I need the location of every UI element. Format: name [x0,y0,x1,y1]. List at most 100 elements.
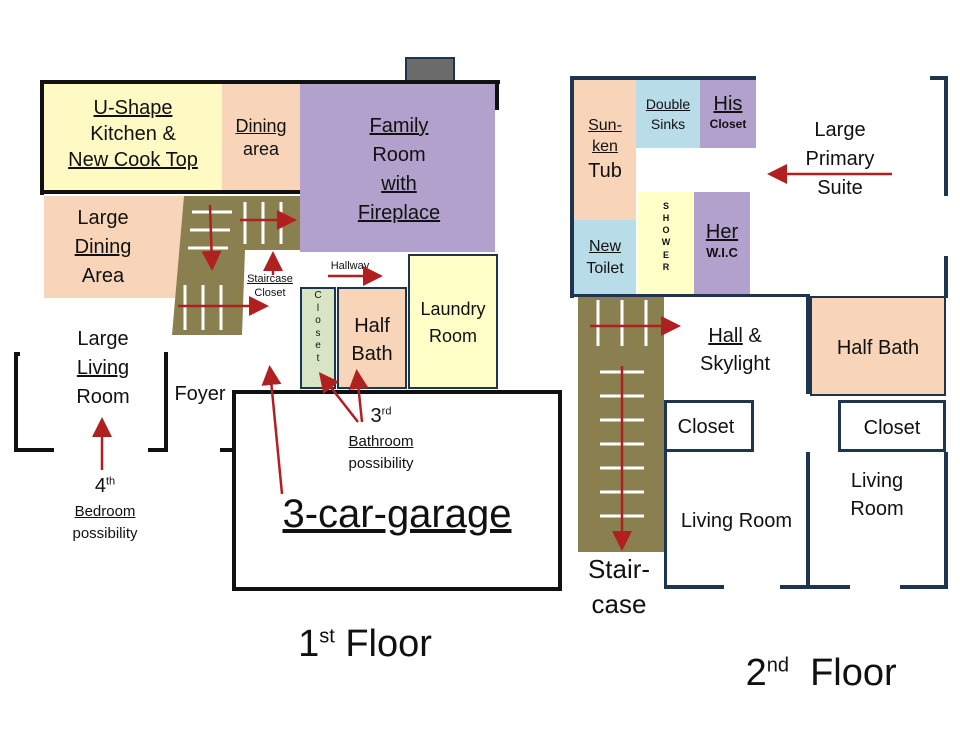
family-line3: with [381,173,417,195]
living2-line2: Room [850,498,904,520]
kitchen-line3: New Cook Top [68,149,198,171]
closet-right-label: Closet [863,417,921,439]
wall2-top-right [930,76,948,80]
kitchen-line1: U-Shape [93,97,173,119]
staircase-line1: Stair- [587,554,651,584]
family-line4: Fireplace [357,202,441,224]
wall2-right-top [944,76,948,196]
wall2-left [570,76,574,298]
her-line1: Her [705,221,739,243]
closetVert-letter: C [314,290,322,301]
living-line3: Room [76,386,130,408]
dining-area-line1: Dining [235,116,287,136]
half-bath-line1: Half [354,315,390,337]
wall2-top-left [570,76,756,80]
wall-garage-top [232,390,562,394]
sunken-tub-label: Sun- ken Tub [574,116,636,184]
closetVert-letter: l [316,302,320,314]
hall-line3: Skylight [699,353,771,375]
new-toilet-label: New Toilet [574,236,636,279]
fourth-bed-line3: possibility [72,524,138,542]
sunken-line1: Sun- [588,117,622,134]
dining-area-room [222,84,300,190]
wall2-right-mid [944,256,948,298]
large-dining-line1: Large [77,207,129,229]
closet-left-label: Closet [677,416,735,438]
closetVert-letter: s [315,327,321,339]
foyer-label: Foyer [174,383,226,405]
garage-label: 3-car-garage [282,492,512,536]
first-floor-staircase [172,196,300,335]
showerVert-letter: O [662,225,670,236]
laundry-line1: Laundry [420,299,486,319]
his-closet-label: His Closet [700,92,756,132]
half-bath-2-label: Half Bath [836,337,920,359]
double-sinks-room [636,78,700,148]
sunken-tub-room [574,80,636,220]
closetVert-letter: t [316,352,320,364]
laundry-label: Laundry Room [408,296,498,350]
double-sinks-line1: Double [645,96,691,112]
third-bath-num: 3rd [370,405,392,427]
wall2-suite-bottom [570,294,810,297]
showerVert-letter: W [661,237,671,248]
closetVert-letter: o [315,315,321,326]
fourth-bed-label: 4th Bedroom possibility [52,472,158,545]
living-line1: Large [77,328,129,350]
living-line2: Living [76,357,130,379]
third-bath-line3: possibility [348,454,414,472]
kitchen-label: U-Shape Kitchen & New Cook Top [44,95,222,173]
half-bath-line2: Bath [351,343,393,365]
living2-line1: Living [850,470,904,492]
suite-line3: Suite [817,177,863,199]
wall-garage-bottom [232,587,562,591]
kitchen-room [44,84,222,190]
dining-area-line2: area [242,139,280,160]
showerVert-letter: R [662,261,670,272]
family-room-label: Family Room with Fireplace [300,112,498,228]
hallway-label: Hallway [330,260,370,272]
half-bath-2-room [810,296,946,396]
her-wic-label: Her W.I.C [694,220,750,261]
wall2-living-divider [806,452,810,588]
family-line1: Family [369,115,429,137]
shower-room [638,192,694,294]
wall-living-bottom [14,448,54,452]
wall-garage-right [558,390,562,590]
closetVert-letter: e [315,340,321,351]
fourth-bed-num: 4th [94,475,116,497]
wall-left-top [40,80,44,195]
primary-suite-label: Large Primary Suite [780,116,900,203]
family-room [300,84,495,252]
staircase-label: Stair- case [572,552,666,622]
third-bath-line2: Bathroom [348,433,414,450]
first-floor-title: 1st Floor [298,623,432,665]
second-floor-title: 2nd Floor [745,652,897,695]
third-bath-label: 3rd Bathroom possibility [328,402,434,475]
suite-line2: Primary [805,148,875,170]
living-room-left-label: Living Room [680,510,793,532]
wall-top [40,80,500,84]
half-bath-label: Half Bath [337,312,407,368]
her-line2: W.I.C [706,245,738,260]
fourth-bed-line2: Bedroom [74,503,136,520]
suite-line1: Large [814,119,866,141]
wall2-bottom-b [780,585,850,589]
wall2-right-bottom [944,452,948,588]
his-line1: His [713,93,743,115]
large-dining-line2: Dining [74,236,132,258]
toilet-line2: Toilet [586,259,624,277]
living-room-label: Large Living Room [44,325,162,412]
wall2-bottom-a [664,585,724,589]
closet-right-room [838,400,946,452]
wall-living-bottom-right [148,448,168,452]
kitchen-line2: Kitchen & [90,123,176,145]
family-line2: Room [372,144,426,166]
wall2-living-left [664,452,667,588]
sunken-line3: Tub [588,159,622,182]
staircase-line2: case [591,589,647,620]
wall-right-top [495,80,499,110]
showerVert-letter: S [662,201,669,211]
wall-kitchen-bottom [40,190,300,194]
